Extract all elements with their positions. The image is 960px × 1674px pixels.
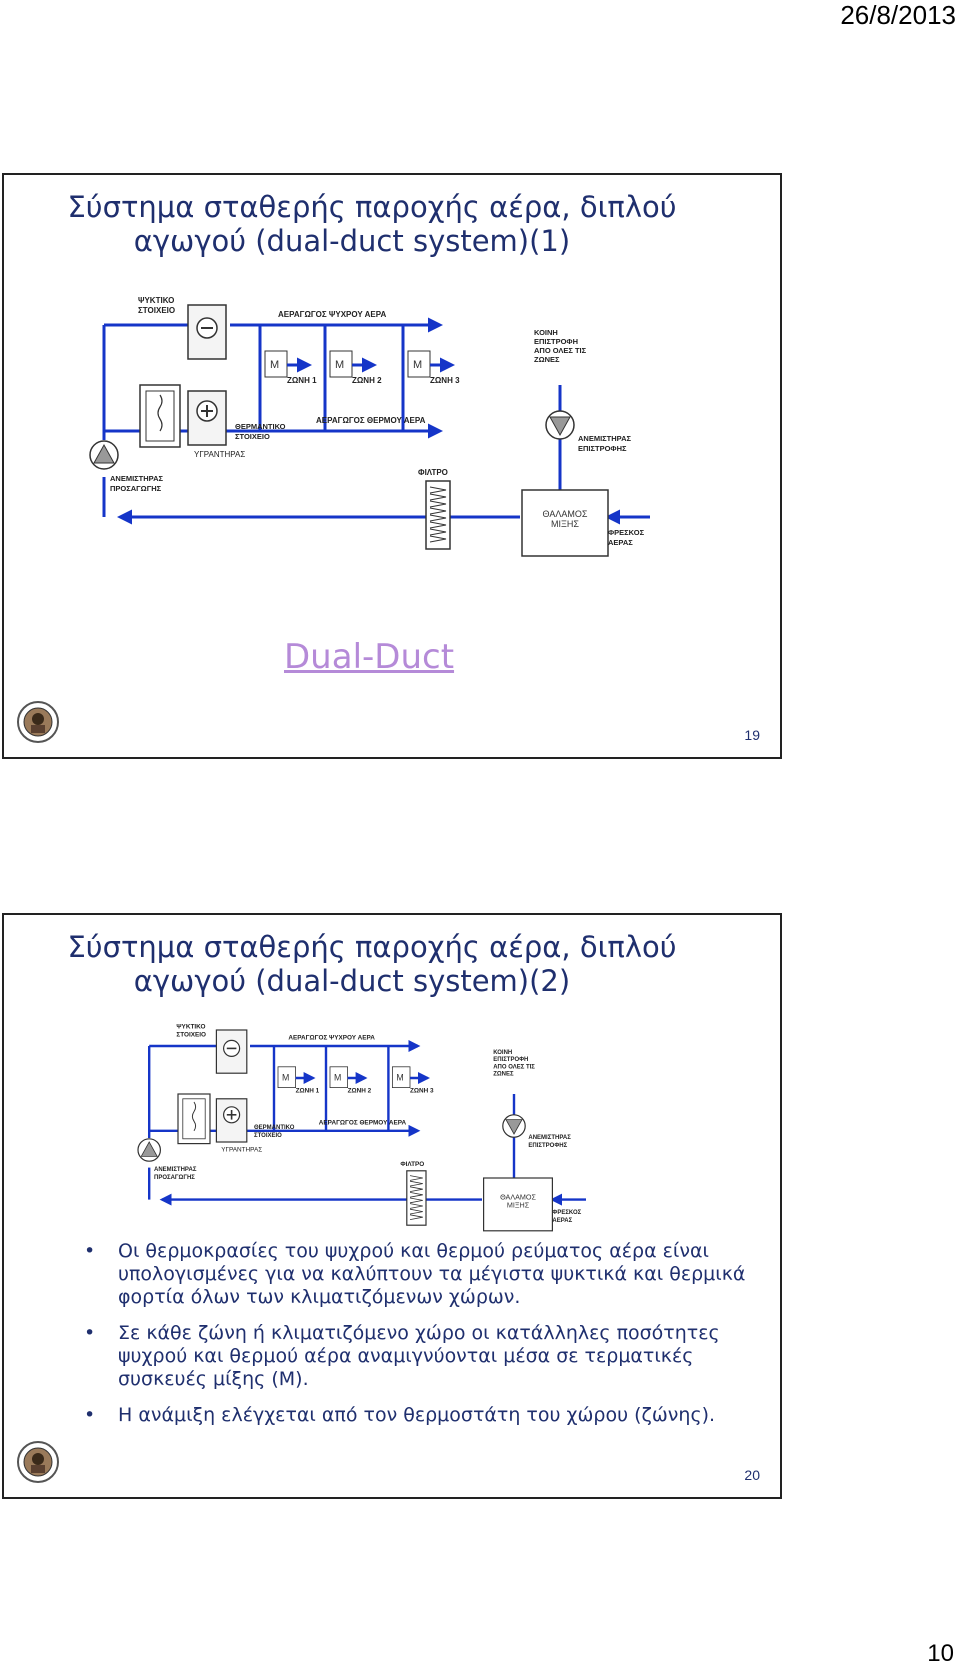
bullet-item: Η ανάμιξη ελέγχεται από τον θερμοστάτη τ… (84, 1404, 764, 1427)
zone-label: ΖΩΝΗ 2 (352, 376, 382, 385)
hot-duct-label: ΑΕΡΑΓΩΓΟΣ ΘΕΡΜΟΥ ΑΕΡΑ (316, 416, 426, 425)
mixing-box-label: M (334, 1072, 341, 1082)
zone-label: ΖΩΝΗ 1 (287, 376, 317, 385)
university-logo (17, 1441, 59, 1483)
slide-title: Σύστημα σταθερής παροχής αέρα, διπλού αγ… (4, 930, 780, 998)
filter-label: ΦΙΛΤΡΟ (400, 1161, 424, 1168)
mixing-chamber-box (483, 1177, 553, 1232)
humidifier-coil-icon (191, 1101, 197, 1132)
bullet-item: Οι θερμοκρασίες του ψυχρού και θερμού ρε… (84, 1240, 764, 1309)
mixing-box-label: M (396, 1072, 403, 1082)
slide-title-line-1: Σύστημα σταθερής παροχής αέρα, διπλού (67, 190, 677, 224)
slide-title-line-2: αγωγού (dual-duct system)(1) (133, 224, 571, 258)
slide-number: 20 (744, 1467, 760, 1483)
filter-label: ΦΙΛΤΡΟ (418, 468, 448, 477)
humidifier-coil-icon (157, 394, 163, 432)
zone-label: ΖΩΝΗ 3 (410, 1087, 434, 1094)
bullet-item: Σε κάθε ζώνη ή κλιματιζόμενο χώρο οι κατ… (84, 1322, 764, 1391)
humidifier-box (177, 1093, 211, 1145)
slide-19: Σύστημα σταθερής παροχής αέρα, διπλού αγ… (2, 173, 782, 759)
university-logo (17, 701, 59, 743)
zone-label: ΖΩΝΗ 2 (348, 1087, 372, 1094)
mixing-box-label: M (270, 359, 279, 371)
bullet-list: Οι θερμοκρασίες του ψυχρού και θερμού ρε… (84, 1240, 764, 1440)
mixing-chamber-box (521, 489, 609, 557)
cold-duct-label: ΑΕΡΑΓΩΓΟΣ ΨΥΧΡΟΥ ΑΕΡΑ (288, 1035, 375, 1042)
humidifier-label: ΥΓΡΑΝΤΗΡΑΣ (221, 1147, 262, 1154)
slide-title-line-2: αγωγού (dual-duct system)(2) (133, 964, 571, 998)
zone-label: ΖΩΝΗ 3 (430, 376, 460, 385)
mixing-box-label: M (335, 359, 344, 371)
slide-title: Σύστημα σταθερής παροχής αέρα, διπλού αγ… (4, 190, 780, 258)
cooling-coil-box (215, 1029, 248, 1074)
mixing-box-label: M (413, 359, 422, 371)
humidifier-label: ΥΓΡΑΝΤΗΡΑΣ (194, 450, 245, 459)
slide-title-line-1: Σύστημα σταθερής παροχής αέρα, διπλού (67, 930, 677, 964)
hot-duct-label: ΑΕΡΑΓΩΓΟΣ ΘΕΡΜΟΥ ΑΕΡΑ (319, 1119, 407, 1126)
document-date: 26/8/2013 (840, 0, 956, 30)
cold-duct-label: ΑΕΡΑΓΩΓΟΣ ΨΥΧΡΟΥ ΑΕΡΑ (278, 310, 387, 319)
dual-duct-link[interactable]: Dual-Duct (284, 637, 455, 677)
zone-label: ΖΩΝΗ 1 (296, 1087, 320, 1094)
page-number: 10 (927, 1640, 954, 1667)
mixing-box-label: M (282, 1072, 289, 1082)
slide-number: 19 (744, 727, 760, 743)
slide-20: Σύστημα σταθερής παροχής αέρα, διπλού αγ… (2, 913, 782, 1499)
